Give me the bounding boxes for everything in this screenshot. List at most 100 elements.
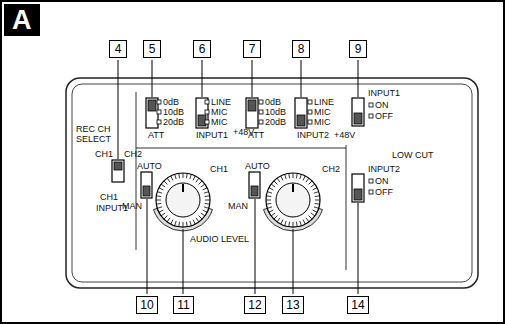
panel-label: 10dB [163, 107, 184, 117]
callout-number-text: 10 [140, 298, 154, 312]
callout-number-text: 12 [248, 298, 262, 312]
switch-body [246, 98, 258, 128]
knurl [193, 220, 195, 224]
panel-label: 20dB [163, 117, 184, 127]
knurl [175, 221, 177, 226]
panel-label: 0dB [163, 97, 179, 107]
knurl [300, 221, 302, 226]
callout-number: 10 [136, 296, 158, 314]
panel-label: MAN [122, 201, 142, 211]
callout-number: 8 [292, 40, 310, 58]
callout-number: 9 [349, 40, 367, 58]
knurl [315, 195, 320, 197]
switch-slider [297, 115, 305, 126]
position-square [157, 100, 161, 104]
callout-number-text: 6 [197, 42, 207, 56]
knurl [164, 216, 168, 220]
panel-label: AUDIO LEVEL [190, 234, 249, 244]
position-square [259, 120, 263, 124]
switch-body [352, 174, 364, 202]
knurl [314, 192, 319, 194]
knurl [171, 220, 173, 224]
panel-label: MIC [314, 107, 331, 117]
knob-index [292, 184, 294, 192]
knurl [204, 192, 209, 194]
position-square [205, 100, 209, 104]
knurl [293, 222, 294, 227]
knurl [269, 188, 273, 190]
knurl [288, 173, 290, 178]
knurl [266, 203, 271, 205]
knob-cap [166, 183, 200, 217]
panel-label: CH1 [95, 149, 113, 159]
knurl [306, 178, 309, 182]
panel-label: OFF [375, 187, 393, 197]
knurl [269, 210, 273, 212]
switch-body [249, 172, 260, 198]
knurl [203, 188, 207, 190]
switch-slider [143, 186, 150, 196]
knurl [300, 174, 302, 179]
switch-slider [248, 100, 256, 111]
knurl [178, 222, 180, 227]
level-knobs [154, 173, 323, 231]
knurl [274, 181, 278, 185]
callout-number: 5 [143, 40, 161, 58]
position-square [308, 100, 312, 104]
switch-slider [354, 113, 362, 124]
position-square [259, 100, 263, 104]
panel-label: INPUT2 [297, 130, 329, 140]
position-square [205, 120, 209, 124]
knurl [167, 218, 170, 222]
panel-label: LINE [314, 97, 334, 107]
knurl [205, 195, 210, 197]
knurl [313, 210, 317, 212]
knurl [159, 188, 163, 190]
panel-label: LOW CUT [392, 150, 434, 160]
callout-number: 12 [244, 296, 266, 314]
callout-number-text: 5 [147, 42, 157, 56]
figure-letter-text: A [12, 5, 32, 35]
position-marks [157, 100, 373, 194]
callout-number: 4 [109, 40, 127, 58]
panel-label: 0dB [265, 97, 281, 107]
panel-inner [72, 84, 472, 282]
divider-lines [136, 92, 346, 270]
knurl [156, 195, 161, 197]
knurl [186, 222, 188, 227]
knurl [190, 221, 192, 226]
panel-label: INPUT1 [368, 88, 400, 98]
panel-label: MIC [211, 117, 228, 127]
panel-label: ATT [148, 130, 164, 140]
knob-rim [266, 173, 320, 227]
knurl [203, 210, 207, 212]
panel-label: CH1 [100, 192, 118, 202]
figure-letter: A [4, 4, 40, 36]
panel-label: CH2 [124, 149, 142, 159]
panel-label: 10dB [265, 107, 286, 117]
position-square [308, 120, 312, 124]
knurl [201, 184, 205, 187]
switch-slider [354, 189, 362, 200]
knurl [315, 200, 320, 201]
knurl [288, 222, 290, 227]
knurl [159, 210, 163, 212]
knurl [186, 173, 188, 178]
leader-lines [118, 60, 358, 294]
panel-label: +48V [334, 130, 355, 140]
switch-slider [148, 100, 156, 111]
callout-number-text: 11 [177, 298, 190, 312]
callout-number: 6 [193, 40, 211, 58]
knurl [266, 195, 271, 197]
switch-body [141, 172, 152, 198]
knurl [171, 176, 173, 180]
callout-number-text: 7 [247, 42, 257, 56]
panel-label: MAN [228, 201, 248, 211]
knurl [296, 173, 298, 178]
switch-body [146, 98, 158, 128]
callout-number: 13 [282, 296, 304, 314]
knurl [303, 176, 305, 180]
panel-label: AUTO [245, 161, 270, 171]
knob-index [182, 184, 184, 192]
